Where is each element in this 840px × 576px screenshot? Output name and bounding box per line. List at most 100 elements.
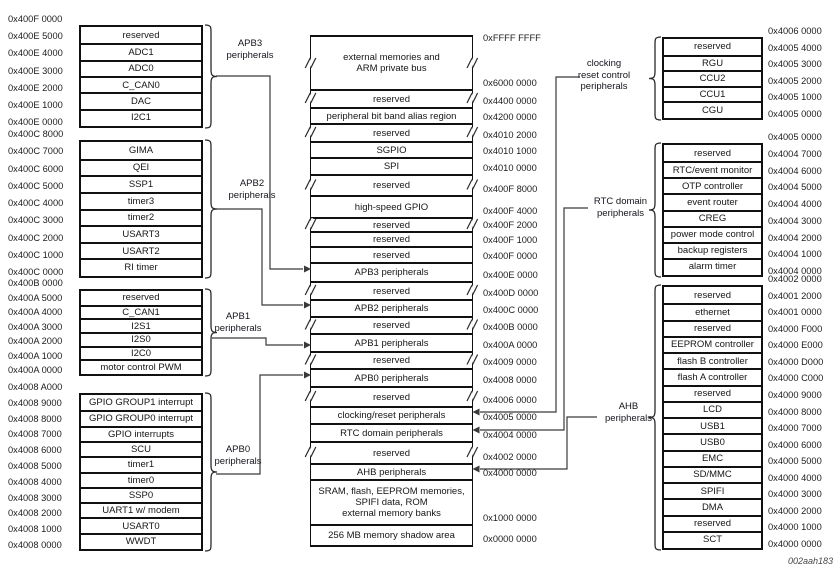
address-label: 0x400E 0000 (8, 117, 63, 127)
cell-reserved: reserved (311, 386, 472, 406)
cell-emc: EMC (664, 449, 761, 466)
cell-otp-controller: OTP controller (664, 177, 761, 193)
cell-c-can0: C_CAN0 (81, 76, 201, 92)
address-label: 0x4005 1000 (768, 92, 822, 103)
cell-reserved: reserved (664, 384, 761, 401)
address-label: 0x400C 0000 (483, 305, 539, 315)
address-label: 0x4008 0000 (8, 540, 62, 550)
address-label: 0x4000 F000 (768, 323, 823, 334)
address-label: 0x4400 0000 (483, 96, 537, 106)
address-label: 0x4000 1000 (768, 522, 822, 533)
address-label: 0x4006 0000 (483, 395, 537, 405)
address-label: 0x4004 7000 (768, 148, 822, 159)
address-label: 0x4000 6000 (768, 439, 822, 450)
cell-sd-mmc: SD/MMC (664, 465, 761, 482)
address-label: 0x400A 0000 (8, 365, 63, 375)
address-label: 0x4000 E000 (768, 340, 823, 351)
address-label: 0x4010 2000 (483, 130, 537, 140)
cell-reserved: reserved (311, 316, 472, 333)
address-label: 0x400A 0000 (483, 340, 538, 350)
cell-timer0: timer0 (81, 471, 201, 487)
address-label: 0x4004 0000 (768, 266, 822, 276)
address-label: 0x4004 3000 (768, 215, 822, 226)
cell-apb2-peripherals: APB2 peripherals (311, 299, 472, 316)
cell-i2s0: I2S0 (81, 332, 201, 346)
address-label: 0x400F 0000 (483, 251, 538, 261)
cell-i2c1: I2C1 (81, 108, 201, 125)
address-label: 0x400B 0000 (483, 322, 538, 332)
arrowhead-icon (472, 465, 480, 473)
cell-reserved: reserved (311, 217, 472, 231)
address-label: 0x4009 0000 (483, 357, 537, 367)
address-label: 0x400E 1000 (8, 99, 63, 110)
cell-power-mode-control: power mode control (664, 225, 761, 242)
figure-id: 002aah183 (787, 556, 833, 566)
cell-creg: CREG (664, 209, 761, 226)
cell-reserved: reserved (664, 319, 761, 336)
cell-flash-a-controller: flash A controller (664, 368, 761, 384)
address-label: 0x4005 3000 (768, 59, 822, 70)
cell-reserved: reserved (122, 29, 160, 41)
address-label: 0x4000 5000 (768, 456, 822, 467)
cell-ahb-peripherals: AHB peripherals (311, 463, 472, 479)
cell-usart3: USART3 (81, 225, 201, 242)
address-label: 0x4008 5000 (8, 461, 62, 471)
cell-usb0: USB0 (664, 433, 761, 449)
address-label: 0x4000 C000 (768, 373, 824, 384)
address-label: 0x400E 4000 (8, 48, 63, 59)
connector-line (216, 75, 303, 270)
address-label: 0x4005 0000 (768, 109, 822, 119)
cell-high-speed-gpio: high-speed GPIO (311, 195, 472, 217)
cell-adc0: ADC0 (81, 59, 201, 76)
cell-cgu: CGU (664, 101, 761, 117)
cell-ssp1: SSP1 (81, 175, 201, 192)
address-label: 0x400F 0000 (8, 14, 63, 24)
cell-wwdt: WWDT (81, 532, 201, 548)
arrowhead-icon (472, 408, 480, 416)
address-label: 0x400A 2000 (8, 336, 63, 346)
address-label: 0x400E 0000 (483, 270, 538, 280)
break-mark (472, 354, 479, 365)
cell-qei: QEI (81, 158, 201, 176)
address-label: 0x4000 0000 (768, 539, 822, 549)
address-label: 0x6000 0000 (483, 78, 537, 88)
brace (204, 139, 218, 279)
cell-reserved: reserved (311, 246, 472, 262)
address-label: 0x4010 1000 (483, 146, 537, 156)
address-label: 0x4000 4000 (768, 472, 822, 483)
address-label: 0x400A 5000 (8, 292, 63, 303)
cell-i2c0: I2C0 (81, 345, 201, 360)
address-label: 0x4000 7000 (768, 423, 822, 434)
cell-reserved: reserved (694, 147, 731, 159)
cell-c-can1: C_CAN1 (81, 304, 201, 319)
address-label: 0x400D 0000 (483, 288, 539, 298)
cell-motor-control-pwm: motor control PWM (81, 359, 201, 373)
break-mark (472, 390, 479, 402)
connector-line (216, 208, 303, 306)
address-label: 0x4008 9000 (8, 397, 62, 408)
break-mark (472, 446, 479, 458)
cell-uart1-w-modem: UART1 w/ modem (81, 502, 201, 517)
cell-backup-registers: backup registers (664, 241, 761, 258)
cell-reserved: reserved (311, 351, 472, 368)
cell-rgu: RGU (664, 54, 761, 71)
address-label: 0xFFFF FFFF (483, 33, 541, 43)
address-label: 0x400F 8000 (483, 184, 538, 194)
cell-ethernet: ethernet (664, 303, 761, 319)
break-mark (472, 92, 479, 104)
connector-line (212, 337, 303, 346)
cell-event-router: event router (664, 193, 761, 209)
address-label: 0x4004 6000 (768, 165, 822, 176)
address-label: 0x4000 D000 (768, 356, 824, 367)
cell-sct: SCT (664, 530, 761, 547)
cell-usart2: USART2 (81, 241, 201, 259)
break-mark (472, 218, 479, 230)
cell-reserved: reserved (311, 174, 472, 195)
label-apb2-peripherals: APB2 peripherals (228, 178, 276, 201)
cell-apb3-peripherals: APB3 peripherals (311, 262, 472, 281)
